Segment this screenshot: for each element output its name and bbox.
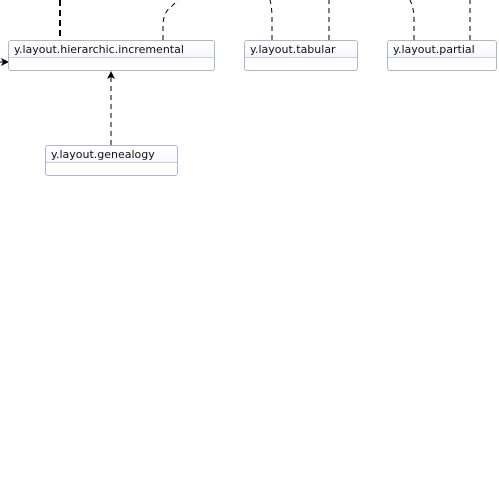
package-node-label: y.layout.genealogy: [46, 146, 177, 163]
edge-tabular-left: [269, 0, 273, 40]
package-node-hierarchic-incremental[interactable]: y.layout.hierarchic.incremental: [8, 40, 215, 71]
package-node-body: [388, 58, 496, 69]
package-node-label: y.layout.hierarchic.incremental: [9, 41, 214, 58]
edge-partial-left: [409, 0, 415, 40]
package-node-partial[interactable]: y.layout.partial: [387, 40, 497, 71]
package-node-genealogy[interactable]: y.layout.genealogy: [45, 145, 178, 176]
package-node-body: [9, 58, 214, 69]
package-node-body: [245, 58, 357, 69]
package-node-label: y.layout.partial: [388, 41, 496, 58]
package-node-label: y.layout.tabular: [245, 41, 357, 58]
package-node-body: [46, 163, 177, 174]
edge-incremental-curve: [162, 0, 179, 40]
package-node-tabular[interactable]: y.layout.tabular: [244, 40, 358, 71]
